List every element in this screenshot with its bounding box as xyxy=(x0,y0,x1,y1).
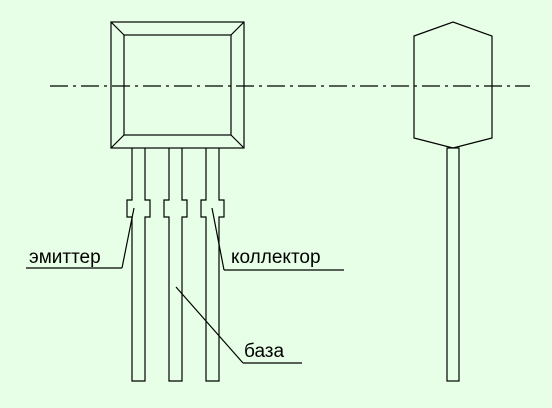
front-view xyxy=(110,21,245,382)
bevel-top-left xyxy=(110,21,125,36)
collector-leader xyxy=(211,207,225,271)
emitter-lead xyxy=(126,148,151,382)
bevel-bottom-left xyxy=(110,134,125,149)
emitter-leader xyxy=(121,207,135,269)
side-lead xyxy=(446,147,460,382)
collector-label: коллектор xyxy=(231,247,321,268)
package-outer-frame xyxy=(110,21,245,149)
side-view xyxy=(413,21,493,382)
base-label: база xyxy=(244,341,285,362)
side-package-body xyxy=(413,21,493,149)
base-lead xyxy=(163,148,188,382)
collector-lead xyxy=(200,148,225,382)
bevel-top-right xyxy=(230,21,245,36)
leader-lines xyxy=(26,207,344,364)
bevel-bottom-right xyxy=(230,134,245,149)
base-leader xyxy=(175,286,244,364)
emitter-label: эмиттер xyxy=(29,247,101,268)
package-inner-frame xyxy=(123,34,232,136)
